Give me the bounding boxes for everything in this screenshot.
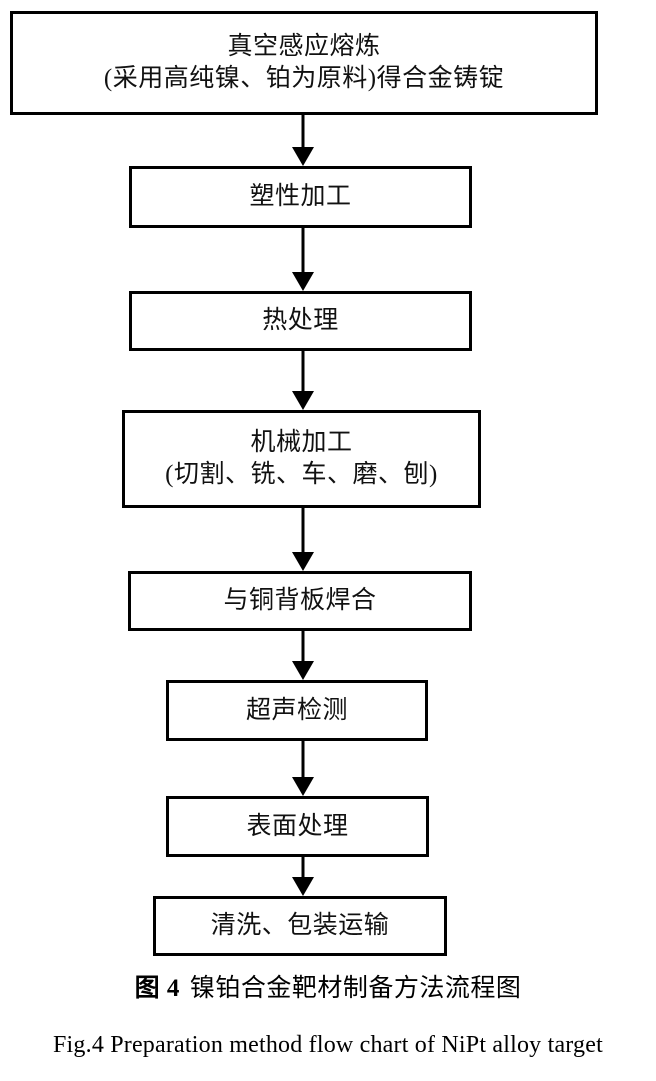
- arrow-stem: [301, 351, 305, 393]
- flow-node-heat-treatment: 热处理: [129, 291, 472, 351]
- flow-node-cleaning-packaging-transport: 清洗、包装运输: [153, 896, 447, 956]
- flow-node-line: (采用高纯镍、铂为原料)得合金铸锭: [103, 65, 505, 92]
- arrow-stem: [301, 115, 305, 149]
- flow-node-copper-backplate-bonding: 与铜背板焊合: [128, 571, 472, 631]
- arrow-head-icon: [292, 777, 314, 796]
- figure-caption-chinese-text: 镍铂合金靶材制备方法流程图: [189, 975, 522, 1002]
- flow-node-line: 热处理: [262, 307, 339, 334]
- arrow-stem: [301, 508, 305, 554]
- figure-caption-english: Fig.4 Preparation method flow chart of N…: [53, 1032, 603, 1058]
- flow-node-line: 塑性加工: [249, 183, 352, 210]
- flow-node-line: 与铜背板焊合: [223, 587, 377, 614]
- flow-node-line: (切割、铣、车、磨、刨): [165, 461, 438, 488]
- flow-node-vacuum-induction-melting: 真空感应熔炼 (采用高纯镍、铂为原料)得合金铸锭: [10, 11, 598, 115]
- arrow-stem: [301, 741, 305, 779]
- arrow-head-icon: [292, 272, 314, 291]
- flow-node-line: 真空感应熔炼: [227, 33, 381, 60]
- flow-node-line: 表面处理: [246, 812, 349, 840]
- arrow-head-icon: [292, 552, 314, 571]
- flow-node-line: 清洗、包装运输: [210, 912, 390, 939]
- figure-number-label: 图 4: [134, 975, 180, 1002]
- flow-node-machining: 机械加工 (切割、铣、车、磨、刨): [122, 410, 481, 508]
- arrow-head-icon: [292, 661, 314, 680]
- arrow-stem: [301, 228, 305, 274]
- arrow-head-icon: [292, 877, 314, 896]
- flow-node-ultrasonic-testing: 超声检测: [166, 680, 428, 741]
- arrow-stem: [301, 857, 305, 881]
- flow-node-surface-treatment: 表面处理: [166, 796, 429, 857]
- figure-caption-chinese: 图 4 镍铂合金靶材制备方法流程图: [0, 968, 656, 1004]
- arrow-head-icon: [292, 391, 314, 410]
- flow-node-plastic-working: 塑性加工: [129, 166, 472, 228]
- arrow-head-icon: [292, 147, 314, 166]
- flow-node-line: 机械加工: [250, 429, 353, 456]
- flow-node-line: 超声检测: [245, 696, 348, 724]
- arrow-stem: [301, 631, 305, 663]
